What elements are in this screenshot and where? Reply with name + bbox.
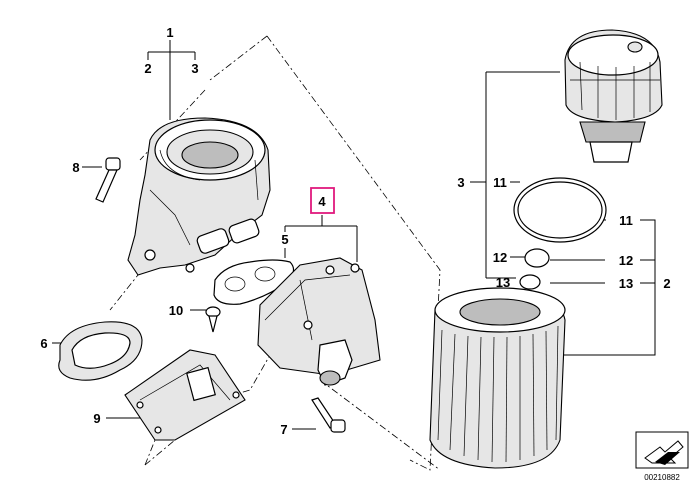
callout-2: 2 bbox=[144, 61, 151, 76]
callout-1: 1 bbox=[166, 25, 173, 40]
leader-lines bbox=[52, 40, 656, 430]
sealing-rings bbox=[513, 177, 607, 290]
callout-13-left: 13 bbox=[496, 275, 510, 290]
callout-8: 8 bbox=[72, 160, 79, 175]
callout-7: 7 bbox=[280, 422, 287, 437]
callout-11-right: 11 bbox=[619, 213, 633, 228]
callout-2-right: 2 bbox=[663, 276, 670, 291]
oil-filter-housing bbox=[127, 117, 271, 276]
filter-cap bbox=[564, 29, 663, 163]
callout-4: 4 bbox=[318, 194, 326, 209]
callout-9: 9 bbox=[93, 411, 100, 426]
gasket-part-6 bbox=[58, 321, 143, 381]
callout-highlight-box bbox=[310, 187, 335, 214]
oil-cooler-part-4 bbox=[257, 257, 381, 386]
bolt-part-7 bbox=[311, 397, 346, 433]
reference-badge: 00210882 bbox=[635, 431, 689, 482]
arrow-icon bbox=[644, 440, 684, 465]
callout-5: 5 bbox=[281, 232, 288, 247]
screw-part-10 bbox=[205, 306, 221, 333]
filter-element bbox=[429, 287, 566, 469]
callout-10: 10 bbox=[169, 303, 183, 318]
reference-number: 00210882 bbox=[644, 473, 680, 482]
callout-11-left: 11 bbox=[493, 175, 507, 190]
callout-12-left: 12 bbox=[493, 250, 507, 265]
callout-12-right: 12 bbox=[619, 253, 633, 268]
callout-3: 3 bbox=[191, 61, 198, 76]
callout-3-right: 3 bbox=[457, 175, 464, 190]
heat-shield-part-9 bbox=[124, 349, 246, 441]
callout-6: 6 bbox=[40, 336, 47, 351]
bolt-part-8 bbox=[95, 157, 121, 203]
callout-13-right: 13 bbox=[619, 276, 633, 291]
callout-labels: 1 2 3 8 4 5 10 6 9 7 3 11 11 12 12 13 13… bbox=[40, 25, 670, 437]
